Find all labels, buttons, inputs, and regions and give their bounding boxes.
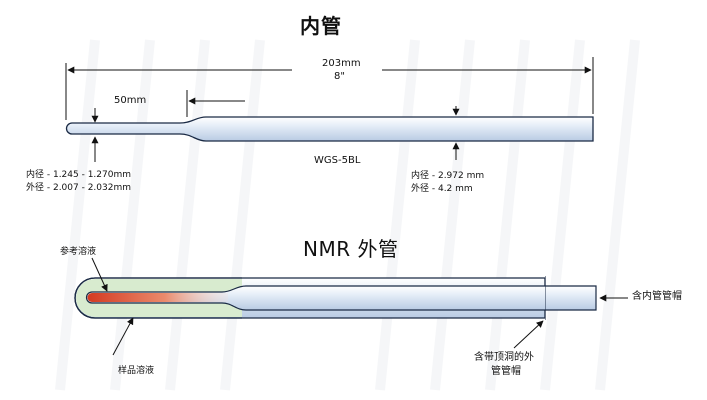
watermark-pattern xyxy=(55,39,640,391)
inner-cap-label: 含内管管帽 xyxy=(632,291,682,302)
total-length-dimension xyxy=(65,57,594,120)
narrow-outer-diameter: 外径 - 2.007 - 2.032mm xyxy=(26,183,132,193)
inner-tube xyxy=(65,116,594,142)
narrow-inner-diameter: 内径 - 1.245 - 1.270mm xyxy=(26,170,132,180)
diameter-arrows xyxy=(91,106,460,162)
neck-length-dimension xyxy=(91,90,245,123)
neck-length-label: 50mm xyxy=(114,95,147,106)
outer-cap-label-line2: 管管帽 xyxy=(491,366,521,377)
total-length-mm-label: 203mm xyxy=(322,58,361,69)
sample-solution-label: 样品溶液 xyxy=(118,366,155,376)
outer-cap-label-line1: 含带顶洞的外 xyxy=(474,352,534,363)
outer-tube xyxy=(74,276,597,320)
outer-tube-title: NMR 外管 xyxy=(303,237,399,261)
inner-tube-title: 内管 xyxy=(300,14,342,38)
wide-inner-diameter: 内径 - 2.972 mm xyxy=(411,171,485,181)
reference-solution-label: 参考溶液 xyxy=(60,247,97,257)
model-label: WGS-5BL xyxy=(314,155,361,166)
total-length-in-label: 8" xyxy=(334,71,345,82)
wide-outer-diameter: 外径 - 4.2 mm xyxy=(411,184,473,194)
outer-tube-pointers xyxy=(91,257,628,356)
